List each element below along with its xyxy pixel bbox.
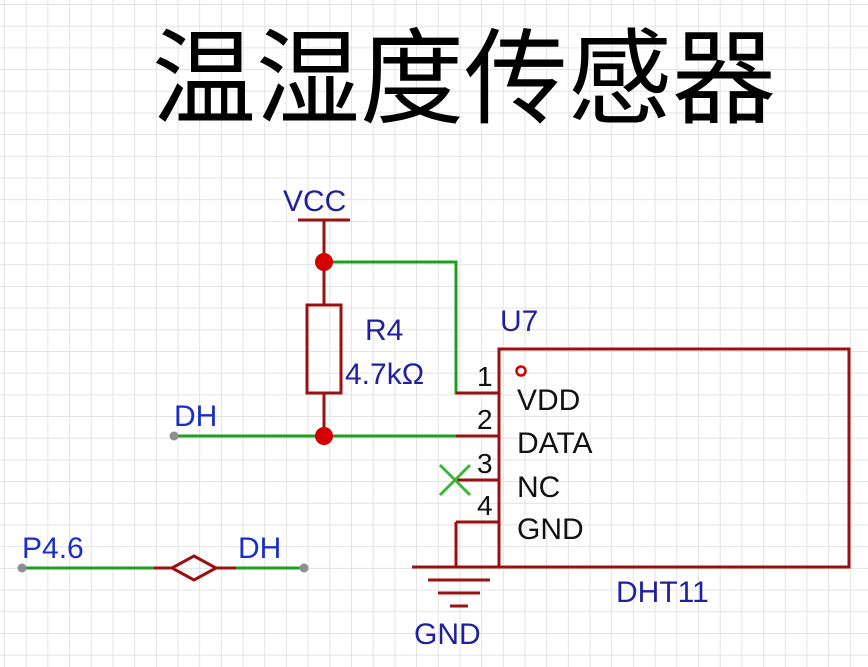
resistor-value: 4.7kΩ [345,358,424,391]
junction-dot-data [315,427,333,445]
net-label-dh-bridge: DH [238,532,281,565]
schematic-title: 温湿度传感器 [152,18,776,140]
resistor-r4[interactable] [305,262,343,436]
gnd-label: GND [414,618,481,651]
ic-designator: U7 [500,305,538,338]
junction-dot-vcc [315,253,333,271]
pin-name-vdd: VDD [517,384,580,417]
pin-name-data: DATA [517,427,593,460]
ic-u7-body[interactable] [497,347,851,569]
pin1-indicator-icon [515,365,527,377]
pin-number-2: 2 [477,404,493,435]
net-label-p46: P4.6 [22,532,84,565]
net-endpoint-dh-bridge [299,563,309,573]
no-connect-x-icon [438,463,472,497]
pin-name-gnd: GND [517,513,584,546]
pin-number-3: 3 [477,448,493,479]
net-endpoint-p46 [17,563,27,573]
vcc-label: VCC [283,185,346,218]
pin-number-4: 4 [477,490,493,521]
pin-name-nc: NC [517,471,560,504]
net-endpoint-dh [169,431,179,441]
ic-part-name: DHT11 [616,576,709,609]
net-label-dh: DH [174,400,217,433]
ground-icon[interactable] [428,578,490,608]
pin-number-1: 1 [477,361,493,392]
resistor-designator: R4 [365,314,403,347]
net-bridge-diamond[interactable] [154,554,236,582]
